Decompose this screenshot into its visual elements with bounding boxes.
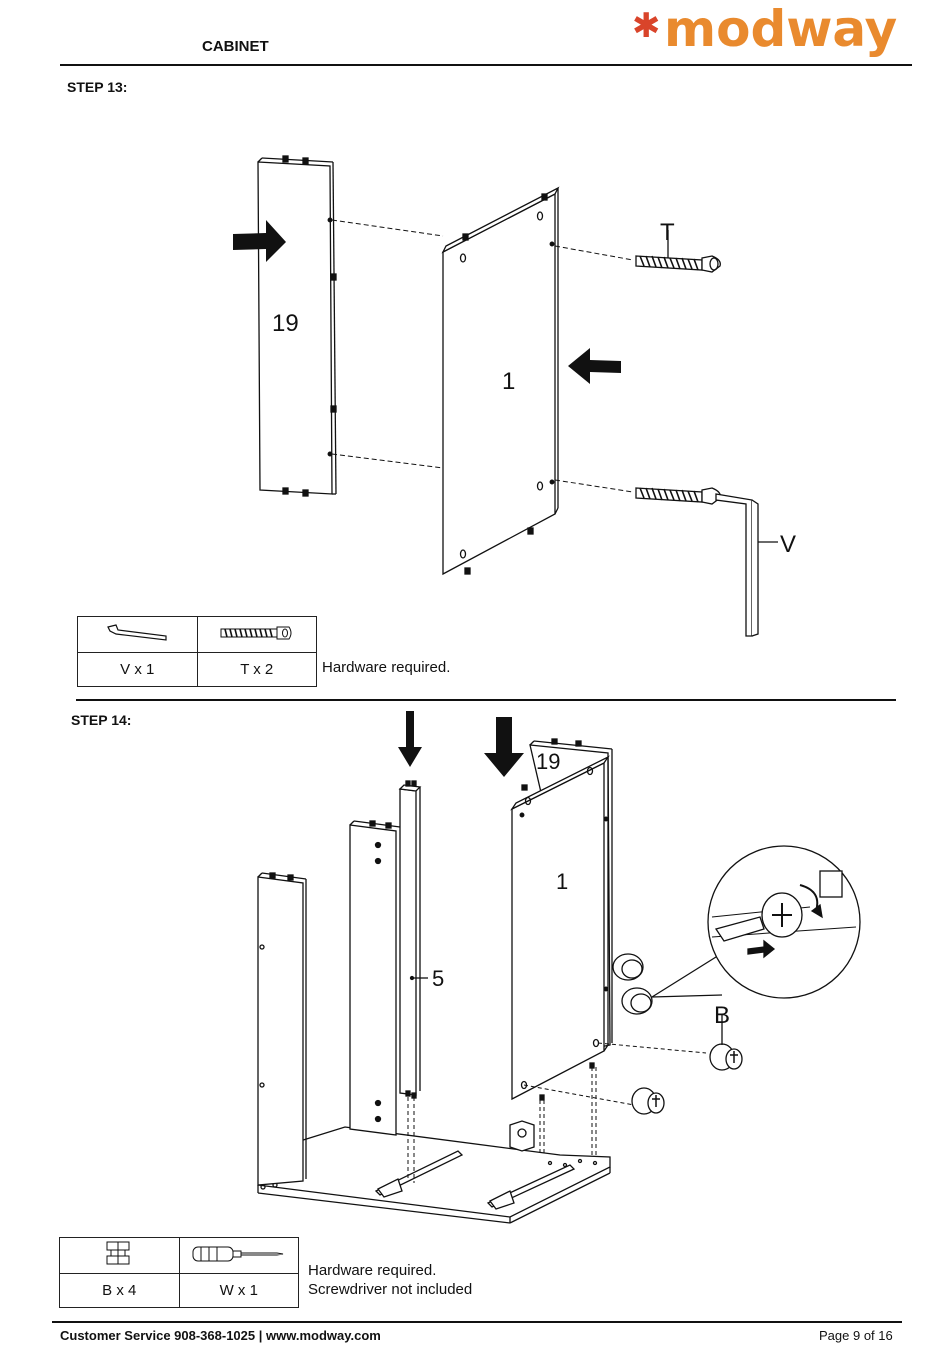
hardware-cell — [60, 1238, 180, 1274]
footer-divider — [52, 1321, 902, 1323]
cam-bolt-t-drawing — [636, 230, 720, 272]
step-14-hardware-table: B x 4 W x 1 — [59, 1237, 299, 1308]
modway-logo: ✱ modway — [628, 6, 878, 66]
cam-bolt-icon — [217, 623, 297, 643]
hardware-qty-w: W x 1 — [179, 1274, 299, 1308]
document-title: CABINET — [202, 38, 269, 55]
hardware-note-line-1: Hardware required. — [308, 1261, 472, 1280]
step-13-hardware-table: V x 1 T x 2 — [77, 616, 317, 687]
panel-1-front-label: 1 — [556, 869, 568, 894]
arrow-down-bold-icon — [484, 717, 524, 777]
logo-mark-icon: ✱ — [632, 6, 661, 46]
panel-1-label: 1 — [502, 368, 515, 395]
hardware-note-line-2: Screwdriver not included — [308, 1280, 472, 1299]
allen-key-icon — [104, 623, 170, 643]
cam-lock-icon — [99, 1239, 139, 1269]
hardware-cell — [197, 617, 317, 653]
cam-bolt-with-key-drawing — [636, 488, 778, 636]
hardware-qty-t: T x 2 — [197, 653, 317, 687]
step-14-hardware-note: Hardware required. Screwdriver not inclu… — [308, 1261, 472, 1299]
back-panel-drawing — [350, 821, 400, 1135]
cam-lock-drawings — [613, 954, 742, 1114]
panel-19-back-label: 19 — [536, 749, 560, 774]
post-5-drawing — [400, 781, 428, 1098]
bracket-drawing — [510, 1121, 534, 1151]
step-13-diagram: 19 1 T V — [0, 90, 950, 690]
hardware-qty-v: V x 1 — [78, 653, 198, 687]
post-5-label: 5 — [432, 966, 444, 991]
step-13-hardware-note: Hardware required. — [322, 658, 450, 677]
step-14-diagram: 19 1 5 B — [0, 705, 950, 1230]
step-divider — [76, 699, 896, 701]
left-side-panel-drawing — [258, 873, 306, 1185]
arrow-left-icon — [568, 348, 621, 384]
hardware-cell — [78, 617, 198, 653]
zoom-detail-drawing — [652, 846, 860, 998]
callout-b: B — [714, 1002, 730, 1029]
page-number: Page 9 of 16 — [819, 1328, 893, 1343]
screwdriver-icon — [191, 1242, 287, 1266]
panel-1-drawing — [443, 188, 558, 574]
panel-1-front-drawing — [512, 757, 608, 1100]
hardware-cell — [179, 1238, 299, 1274]
hardware-qty-b: B x 4 — [60, 1274, 180, 1308]
customer-service-text: Customer Service 908-368-1025 | www.modw… — [60, 1328, 381, 1343]
logo-wordmark: modway — [664, 0, 897, 58]
arrow-down-thin-icon — [398, 711, 422, 767]
header-divider — [60, 64, 912, 66]
callout-t: T — [660, 219, 675, 246]
panel-19-label: 19 — [272, 310, 299, 337]
callout-v: V — [780, 531, 796, 558]
